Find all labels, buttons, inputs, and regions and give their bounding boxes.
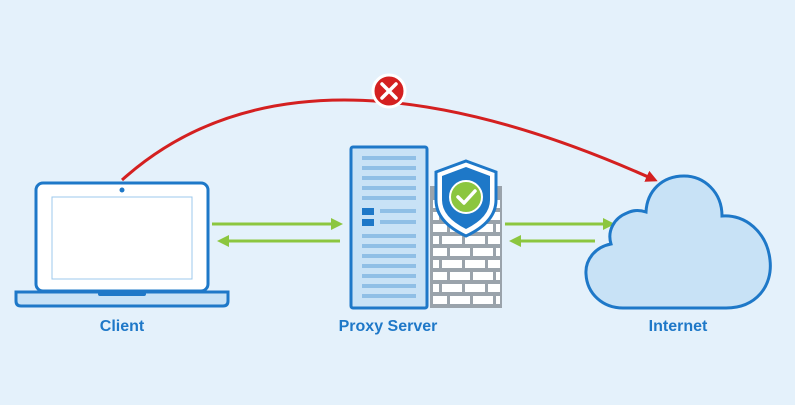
client-label: Client <box>99 318 145 335</box>
x-circle-icon <box>371 73 407 109</box>
server-tower-icon <box>349 145 429 310</box>
client-proxy-arrows <box>212 218 343 247</box>
proxy-server-label: Proxy Server <box>338 318 438 335</box>
internet-label: Internet <box>648 318 708 335</box>
cloud-icon <box>584 174 772 310</box>
proxy-internet-arrows <box>505 218 615 247</box>
shield-check-icon <box>434 159 498 238</box>
direct-connection-arrow <box>120 98 658 182</box>
laptop-icon <box>14 181 230 308</box>
